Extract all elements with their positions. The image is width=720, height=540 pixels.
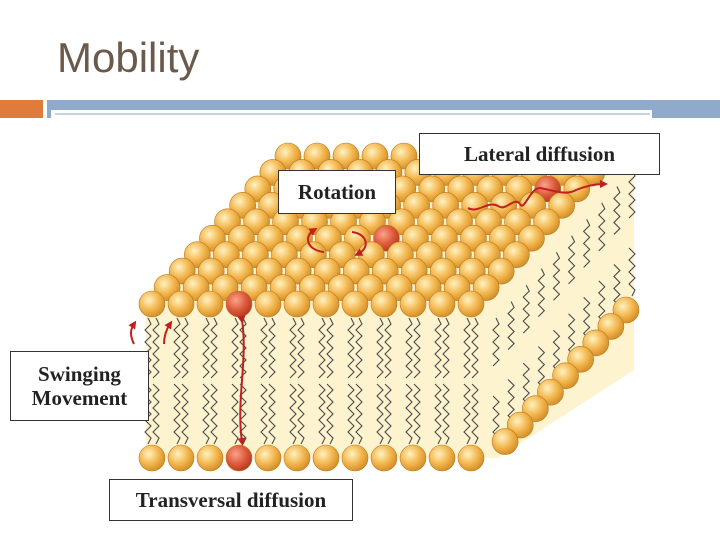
lipid-head	[283, 290, 311, 318]
lipid-tail	[613, 186, 621, 235]
lipid-tail	[598, 202, 606, 252]
lipid-tail	[376, 317, 384, 379]
membrane-side-face	[491, 169, 640, 455]
lipid-head	[370, 290, 398, 318]
lipid-tail	[326, 317, 334, 379]
lipid-tail	[347, 383, 355, 445]
lipid-head	[341, 444, 369, 472]
swinging-movement-label: Swinging Movement	[10, 351, 149, 421]
lipid-tail	[628, 247, 636, 297]
lipid-tail	[471, 317, 479, 379]
lipid-head	[457, 290, 485, 318]
transversal-lipid-head	[225, 290, 253, 318]
header-accent-orange	[0, 100, 43, 118]
lipid-tail	[260, 317, 268, 379]
lipid-head	[167, 444, 195, 472]
lipid-tail	[347, 317, 355, 379]
rotation-label: Rotation	[278, 170, 396, 214]
lipid-head	[312, 444, 340, 472]
lipid-head	[254, 444, 282, 472]
lipid-tail	[173, 383, 181, 445]
lipid-tail	[552, 251, 561, 301]
lipid-head	[254, 290, 282, 318]
lipid-tail	[268, 383, 276, 445]
lipid-head	[312, 290, 340, 318]
lipid-head	[138, 444, 166, 472]
lipid-tail	[268, 317, 276, 379]
lipid-tail	[318, 383, 326, 445]
lipid-head	[399, 290, 427, 318]
lipid-tail	[434, 317, 442, 379]
membrane-front-face	[138, 317, 485, 472]
lipid-tail	[152, 317, 160, 379]
lipid-tail	[318, 317, 326, 379]
lipid-tail	[152, 383, 160, 445]
lipid-head	[491, 428, 519, 455]
lipid-tail	[384, 317, 392, 379]
lipid-tail	[434, 383, 442, 445]
lipid-tail	[537, 268, 546, 318]
lipid-tail	[297, 383, 305, 445]
lipid-tail	[376, 383, 384, 445]
swinging-arrow-left	[128, 320, 137, 345]
lipid-head	[196, 444, 224, 472]
lipid-tail	[289, 317, 297, 379]
lateral-diffusion-label: Lateral diffusion	[419, 133, 660, 175]
lipid-tail	[210, 317, 218, 379]
lipid-tail	[567, 235, 576, 285]
lipid-head	[399, 444, 427, 472]
rotation-arrow-right	[351, 231, 367, 256]
lipid-tail	[405, 383, 413, 445]
header-rule	[55, 113, 650, 115]
lipid-head	[283, 444, 311, 472]
lipid-tail	[463, 383, 471, 445]
movement-arrows	[128, 180, 608, 446]
lipid-tail	[582, 219, 591, 268]
lipid-head	[138, 290, 166, 318]
lipid-tail	[628, 169, 636, 219]
lipid-tail	[442, 383, 450, 445]
rotation-arrow-left	[307, 227, 325, 253]
lateral-diffusion-arrow	[467, 180, 608, 211]
lipid-tail	[297, 317, 305, 379]
lipid-tail	[289, 383, 297, 445]
lipid-tail	[202, 383, 210, 445]
transversal-diffusion-label: Transversal diffusion	[109, 479, 353, 521]
lipid-tail	[173, 317, 181, 379]
lipid-tail	[442, 317, 450, 379]
lipid-head	[428, 444, 456, 472]
lipid-tail	[471, 383, 479, 445]
lipid-head	[457, 444, 485, 472]
lipid-tail	[210, 383, 218, 445]
lipid-tail	[355, 317, 363, 379]
swinging-arrow-right	[163, 320, 173, 345]
lipid-tail	[507, 301, 515, 350]
lipid-tail	[181, 317, 189, 379]
slide-title: Mobility	[57, 34, 200, 81]
lipid-tail	[260, 383, 268, 445]
lipid-tail	[384, 383, 392, 445]
lipid-head	[341, 290, 369, 318]
lipid-tail	[355, 383, 363, 445]
lipid-tail	[413, 317, 421, 379]
lipid-tail	[202, 317, 210, 379]
header-accent-blue	[51, 100, 720, 110]
lipid-tail	[181, 383, 189, 445]
lipid-tail	[522, 284, 530, 334]
lipid-tail	[492, 317, 500, 367]
lipid-head	[428, 290, 456, 318]
lipid-head	[370, 444, 398, 472]
lipid-head	[196, 290, 224, 318]
lipid-tail	[413, 383, 421, 445]
header-accent-divider	[47, 100, 51, 118]
lipid-tail	[326, 383, 334, 445]
lipid-head	[167, 290, 195, 318]
header-accent-blue-end	[652, 110, 720, 118]
lipid-tail	[405, 317, 413, 379]
transversal-diffusion-arrow	[237, 315, 246, 446]
transversal-lipid-head-bottom	[225, 444, 253, 472]
lipid-tail	[463, 317, 471, 379]
